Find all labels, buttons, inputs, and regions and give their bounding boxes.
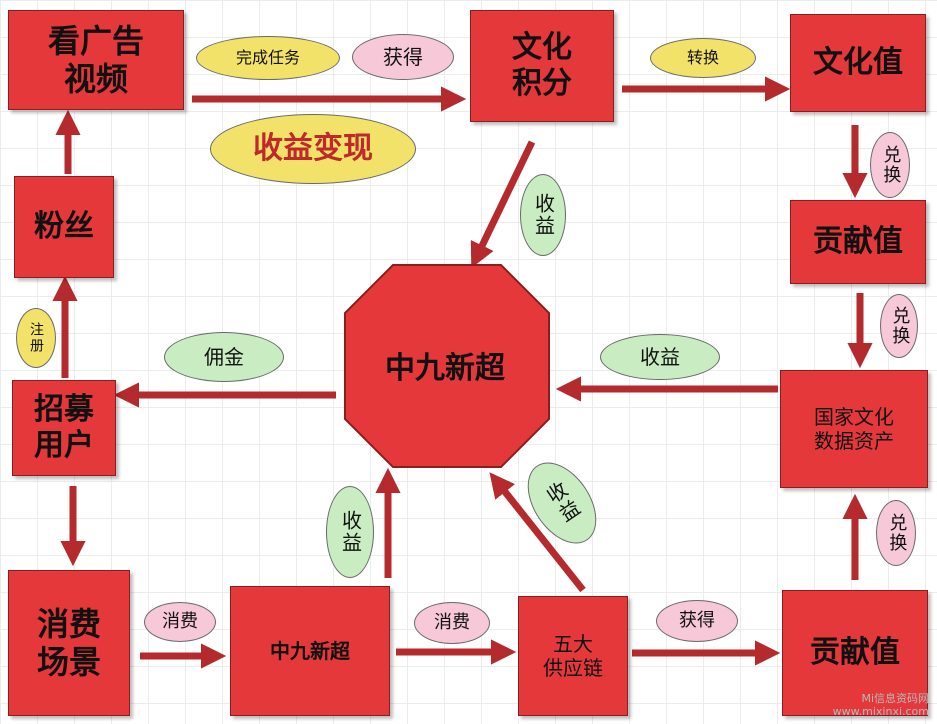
oval-obtain-top: 获得 (352, 34, 454, 80)
watermark-line1: Mi信息资码网 (861, 691, 929, 705)
oval-obtain-bottom: 获得 (656, 600, 738, 642)
oval-redeem-2: 兑换 (880, 294, 918, 358)
box-contribution-top: 贡献值 (790, 200, 926, 284)
oval-register: 注册 (16, 308, 56, 368)
oval-commission: 佣金 (164, 332, 284, 382)
box-national-assets: 国家文化 数据资产 (780, 370, 928, 488)
watermark-line2: www.mixinxi.com (832, 704, 929, 718)
oval-revenue-realize: 收益变现 (210, 114, 416, 184)
box-consumption-scenes: 消费 场景 (8, 570, 130, 716)
oval-consume-1: 消费 (144, 602, 216, 642)
box-zhongjiu-bottom: 中九新超 (230, 586, 390, 716)
box-five-supply: 五大 供应链 (518, 596, 628, 716)
oval-income-right: 收益 (600, 334, 720, 380)
arrow-points-to-center (470, 140, 536, 269)
arrow-five-to-center (489, 472, 586, 593)
box-contribution-bottom: 贡献值 (782, 590, 928, 716)
box-recruit-users: 招募 用户 (12, 380, 116, 476)
oval-consume-2: 消费 (414, 602, 490, 644)
center-label: 中九新超 (385, 351, 505, 386)
watermark: Mi信息资码网 www.mixinxi.com (833, 692, 929, 718)
oval-convert: 转换 (650, 38, 756, 78)
oval-income-bottom-up: 收益 (326, 486, 374, 578)
box-watch-ads: 看广告 视频 (8, 10, 184, 110)
oval-complete-task: 完成任务 (196, 36, 340, 80)
box-cultural-value: 文化值 (790, 14, 926, 112)
oval-income-left-diag: 收益 (520, 174, 566, 256)
oval-redeem-1: 兑换 (870, 132, 910, 198)
oval-redeem-3: 兑换 (876, 500, 916, 566)
box-cultural-points: 文化 积分 (470, 10, 614, 122)
box-fans: 粉丝 (14, 176, 114, 278)
